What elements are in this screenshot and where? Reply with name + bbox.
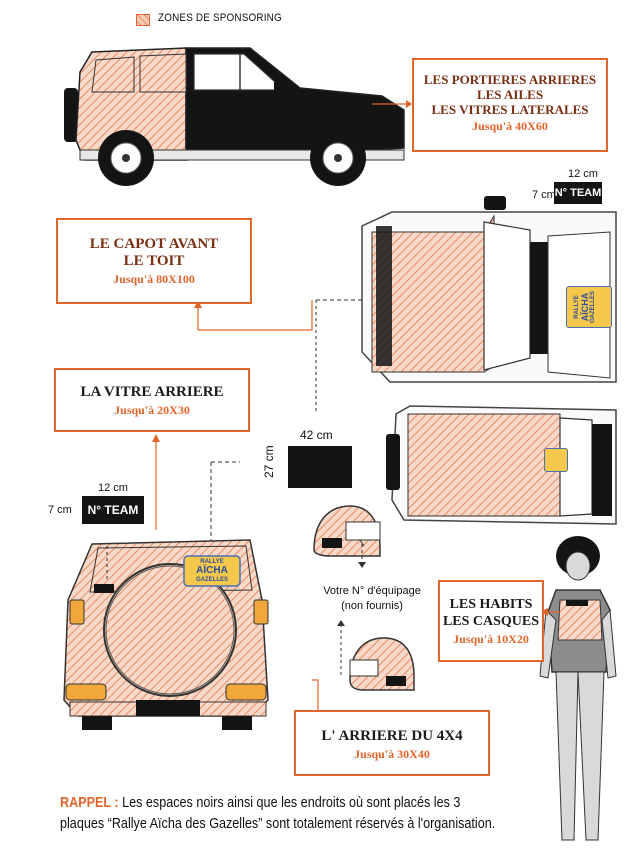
team-plate-top: N° TEAM (554, 182, 602, 204)
zone-side-line-3: LES VITRES LATERALES (431, 102, 589, 117)
zone-clothes-line-1: LES HABITS (449, 597, 533, 612)
rally-logo-hood: RALLYE AÏCHA GAZELLES (566, 286, 612, 328)
zone-rear-size: Jusqu'à 30X40 (354, 747, 430, 761)
team-plate-left: N° TEAM (82, 496, 144, 524)
number-plate-width: 42 cm (300, 428, 333, 442)
rally-logo-roof (544, 448, 568, 472)
rappel-note: RAPPEL : Les espaces noirs ainsi que les… (60, 792, 530, 834)
number-plate-42x27 (288, 446, 352, 488)
top-view-car-rear (386, 405, 617, 525)
zone-side-box: LES PORTIERES ARRIERES LES AILES LES VIT… (412, 58, 608, 152)
rappel-label: RAPPEL : (60, 794, 119, 811)
rally-logo-rear-bottom: GAZELLES (195, 577, 228, 583)
team-plate-left-height: 7 cm (48, 504, 72, 516)
rally-logo-rear-top: RALLYE (200, 559, 224, 565)
crew-number-label: Votre N° d'équipage (non fournis) (312, 584, 432, 614)
number-plate-height: 27 cm (262, 445, 276, 478)
zone-hood-size: Jusqu'à 80X100 (113, 272, 195, 286)
zone-clothes-line-2: LES CASQUES (442, 614, 540, 629)
person-silhouette (539, 536, 617, 841)
zone-rear-box: L' ARRIERE DU 4X4 Jusqu'à 30X40 (294, 710, 490, 776)
zone-rear-window-size: Jusqu'à 20X30 (114, 403, 190, 417)
rappel-text-2: plaques “Rallye Aïcha des Gazelles” sont… (60, 815, 496, 832)
crew-number-line-2: (non fournis) (341, 600, 403, 612)
zone-clothes-size: Jusqu'à 10X20 (453, 632, 529, 646)
team-plate-left-width: 12 cm (98, 482, 128, 494)
rally-logo-rear: RALLYE AÏCHA GAZELLES (186, 558, 238, 584)
helmet-top (313, 505, 381, 557)
side-view-car (64, 47, 412, 186)
zone-clothes-box: LES HABITS LES CASQUES Jusqu'à 10X20 (438, 580, 544, 662)
zone-side-line-2: LES AILES (476, 87, 544, 102)
zone-hood-box: LE CAPOT AVANT LE TOIT Jusqu'à 80X100 (56, 218, 252, 304)
helmet-bottom (349, 637, 415, 691)
zone-side-line-1: LES PORTIERES ARRIERES (423, 72, 597, 87)
rally-logo-rear-main: AÏCHA (196, 565, 228, 576)
zone-hood-line-2: LE TOIT (123, 253, 185, 269)
rally-logo-hood-bottom: GAZELLES (590, 291, 596, 324)
rally-logo-hood-main: AÏCHA (580, 292, 590, 322)
rappel-text-1: Les espaces noirs ainsi que les endroits… (122, 794, 461, 811)
zone-rear-window-box: LA VITRE ARRIERE Jusqu'à 20X30 (54, 368, 250, 432)
team-plate-top-height: 7 cm (532, 189, 556, 201)
rear-view-car (63, 461, 269, 730)
team-plate-top-width: 12 cm (568, 168, 598, 180)
zone-rear-window-line-1: LA VITRE ARRIERE (80, 384, 224, 400)
legend-label: ZONES DE SPONSORING (158, 12, 282, 24)
crew-number-line-1: Votre N° d'équipage (323, 585, 421, 597)
zone-hood-line-1: LE CAPOT AVANT (89, 236, 219, 252)
top-view-car-front (316, 196, 617, 383)
zone-side-size: Jusqu'à 40X60 (472, 119, 548, 133)
legend-hatch-swatch (136, 14, 150, 26)
zone-rear-line-1: L' ARRIERE DU 4X4 (321, 728, 463, 744)
